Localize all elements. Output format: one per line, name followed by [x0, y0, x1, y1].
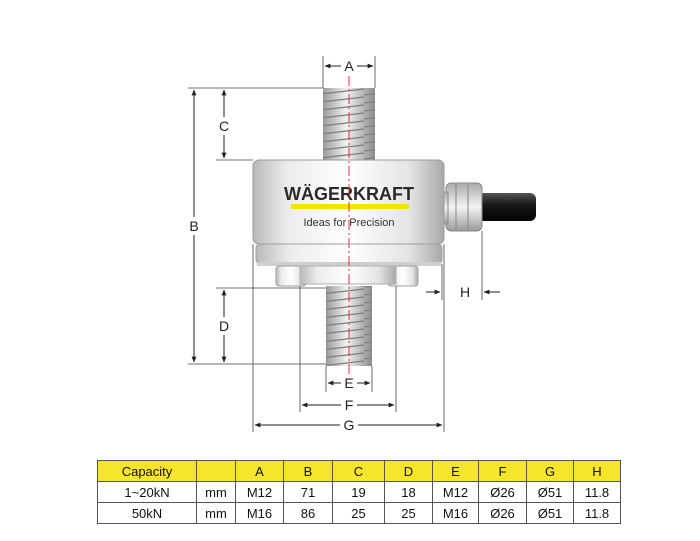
header-f: F — [478, 460, 527, 482]
table-cell: 50kN — [97, 502, 197, 524]
header-a: A — [235, 460, 284, 482]
table-cell: M16 — [432, 502, 479, 524]
table-cell: 11.8 — [573, 502, 621, 524]
header-capacity: Capacity — [97, 460, 197, 482]
header-unit — [196, 460, 236, 482]
table-cell: Ø51 — [526, 502, 574, 524]
table-cell: 18 — [384, 481, 433, 503]
header-h: H — [573, 460, 621, 482]
table-cell: Ø26 — [478, 502, 527, 524]
dim-label-a: A — [344, 58, 354, 74]
table-cell: 71 — [283, 481, 333, 503]
header-e: E — [432, 460, 479, 482]
dim-label-e: E — [344, 375, 353, 391]
table-cell: Ø26 — [478, 481, 527, 503]
load-cell-drawing: WÄGERKRAFT Ideas for Precision A B — [186, 56, 536, 433]
header-g: G — [526, 460, 574, 482]
spec-table: Capacity A B C D E F G H 1~20kN mm M12 7… — [97, 460, 621, 524]
brand-logo: WÄGERKRAFT — [284, 184, 414, 204]
dim-label-f: F — [345, 397, 354, 413]
extension-lines — [188, 56, 483, 432]
cable-gland — [435, 182, 536, 232]
dim-label-b: B — [189, 218, 198, 234]
dim-label-d: D — [219, 318, 229, 334]
table-cell: M16 — [235, 502, 284, 524]
header-c: C — [332, 460, 385, 482]
table-header-row: Capacity A B C D E F G H — [97, 460, 621, 482]
table-cell: mm — [196, 502, 236, 524]
header-b: B — [283, 460, 333, 482]
table-cell: mm — [196, 481, 236, 503]
table-cell: M12 — [432, 481, 479, 503]
table-cell: 25 — [332, 502, 385, 524]
brand-stripe — [291, 204, 409, 209]
table-cell: 11.8 — [573, 481, 621, 503]
header-d: D — [384, 460, 433, 482]
dim-label-h: H — [460, 284, 470, 300]
table-cell: 86 — [283, 502, 333, 524]
table-cell: Ø51 — [526, 481, 574, 503]
table-cell: 1~20kN — [97, 481, 197, 503]
dim-label-c: C — [219, 118, 229, 134]
table-row: 50kN mm M16 86 25 25 M16 Ø26 Ø51 11.8 — [97, 502, 621, 524]
table-cell: 19 — [332, 481, 385, 503]
table-cell: 25 — [384, 502, 433, 524]
table-cell: M12 — [235, 481, 284, 503]
dim-label-g: G — [344, 417, 355, 433]
table-row: 1~20kN mm M12 71 19 18 M12 Ø26 Ø51 11.8 — [97, 481, 621, 503]
